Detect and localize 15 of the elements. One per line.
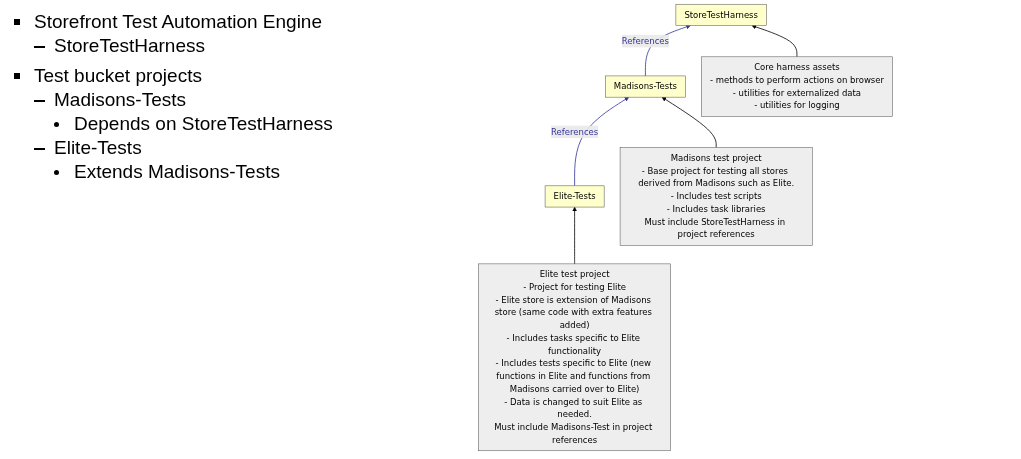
bullet-text: Elite-Tests — [54, 136, 142, 160]
bullet-text: Extends Madisons-Tests — [74, 160, 280, 184]
bullet-text: Depends on StoreTestHarness — [74, 112, 333, 136]
node-box: StoreTestHarness — [675, 4, 767, 26]
node-box: Madisons test project - Base project for testing all stores derived from Madisons such as Elite. - Includes test scripts - Includes task libraries Must include StoreTestHarness in project references — [619, 147, 813, 246]
edge-label: References — [621, 35, 669, 46]
bullet-text: StoreTestHarness — [54, 34, 205, 58]
bullet-text: Madisons-Tests — [54, 88, 186, 112]
bullet-text: Storefront Test Automation Engine — [34, 10, 322, 34]
node-box: Elite test project - Project for testing Elite - Elite store is extension of Madisons store (same code with extra features added) - Includes tasks specific to Elite functionality - Includes tests specific to Elite (new functions in Elite and functions from Madisons carried over to Elite) - Data is changed to suit Elite as needed. Must include Madisons-Test in project references — [478, 263, 671, 451]
node-box: Madisons-Tests — [605, 75, 686, 98]
node-box: Elite-Tests — [544, 185, 605, 208]
bullet-text: Test bucket projects — [34, 64, 202, 88]
edge-label: References — [551, 126, 599, 137]
node-box: Core harness assets - methods to perform actions on browser - utilities for externalized data - utilities for logging — [701, 56, 893, 117]
